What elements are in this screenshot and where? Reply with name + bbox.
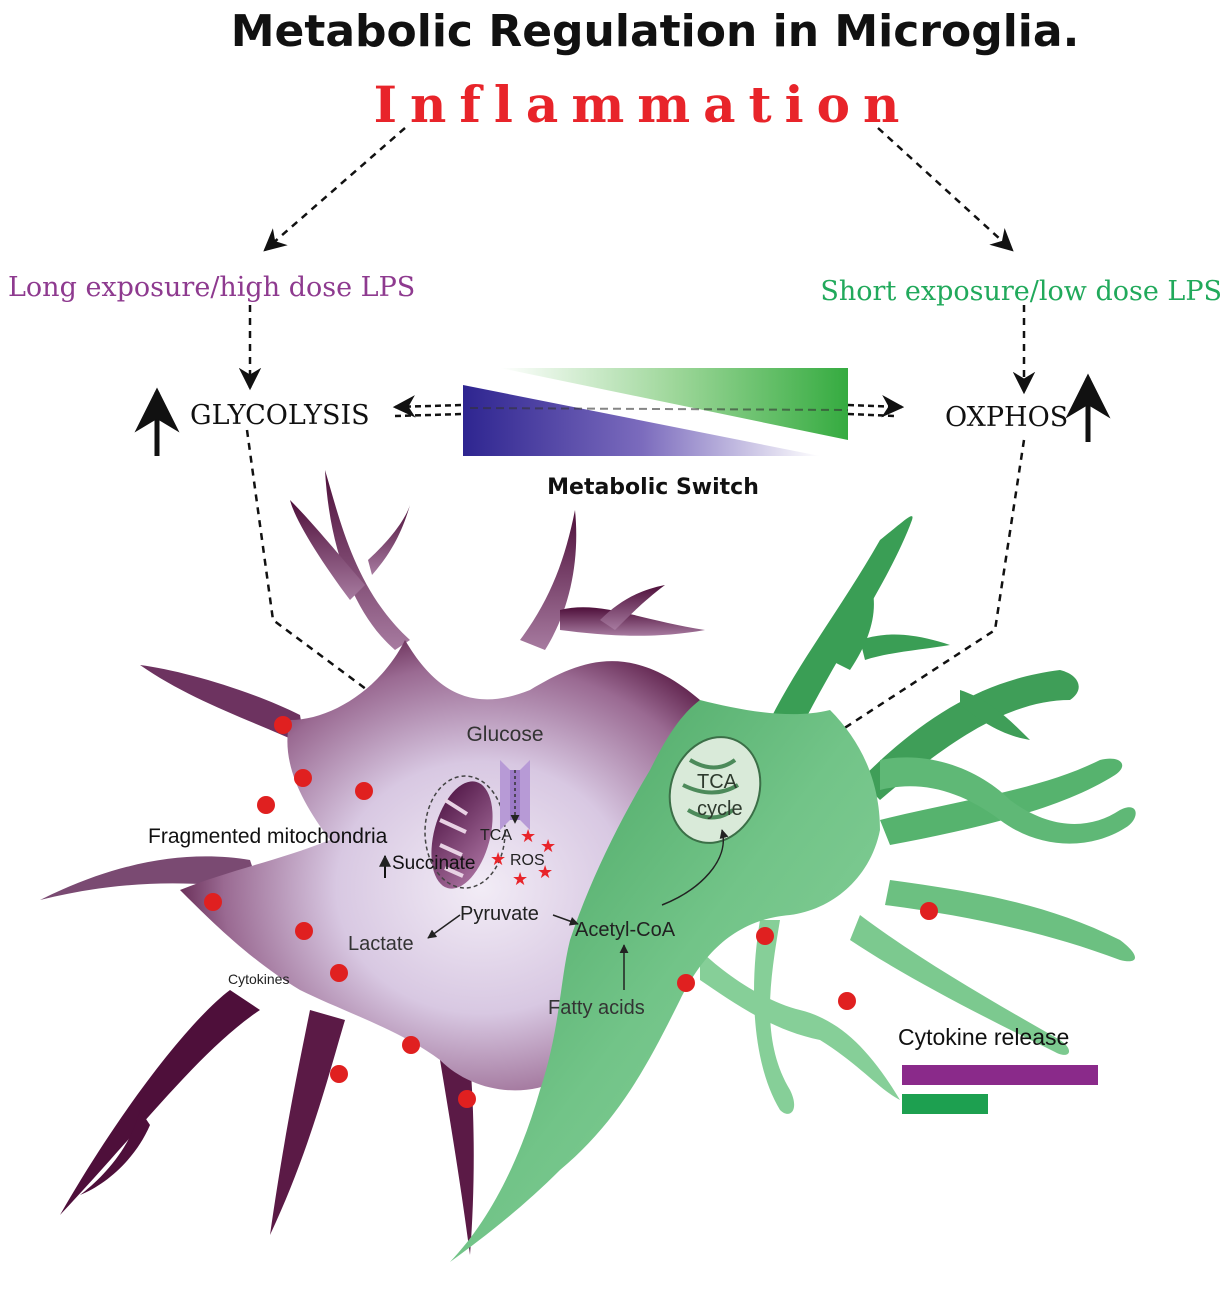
ros-star: ★ bbox=[512, 869, 528, 890]
switch-arrow-right-2 bbox=[847, 412, 896, 418]
acetylcoa-to-tca-arrow bbox=[661, 829, 729, 906]
cytokine-dot bbox=[756, 927, 774, 945]
cytokine-release-label: Cytokine release bbox=[898, 1024, 1069, 1050]
ros-star: ★ bbox=[520, 826, 536, 847]
cytokines-label: Cytokines bbox=[228, 971, 289, 987]
cytokine-dot bbox=[920, 902, 938, 920]
ros-stars: ★ ★ ★ ★ ★ bbox=[490, 826, 556, 890]
diagram-title: Metabolic Regulation in Microglia. bbox=[231, 6, 1080, 57]
cytokine-dot bbox=[274, 716, 292, 734]
cytokine-dot bbox=[677, 974, 695, 992]
long-exposure-label: Long exposure/high dose LPS bbox=[8, 272, 415, 303]
ros-star: ★ bbox=[540, 836, 556, 857]
pyruvate-label: Pyruvate bbox=[460, 903, 539, 925]
pyruvate-to-lactate-arrow bbox=[427, 914, 461, 939]
cytokine-release-bar-anti-inflammatory bbox=[902, 1094, 988, 1114]
tca-cycle-label-line1: TCA bbox=[697, 771, 738, 793]
cytokine-dot bbox=[294, 769, 312, 787]
cytokine-dot bbox=[838, 992, 856, 1010]
short-exposure-label: Short exposure/low dose LPS bbox=[820, 276, 1222, 307]
cytokine-dot bbox=[355, 782, 373, 800]
switch-arrow-left bbox=[392, 395, 464, 418]
metabolic-switch-label: Metabolic Switch bbox=[547, 475, 759, 500]
fragmented-mitochondria-label: Fragmented mitochondria bbox=[148, 825, 388, 848]
glucose-transporter bbox=[500, 760, 530, 830]
cytokine-release-bar-pro-inflammatory bbox=[902, 1065, 1098, 1085]
metabolic-switch-graphic bbox=[392, 368, 905, 456]
arrow-to-short-exposure bbox=[877, 127, 1014, 252]
tca-cycle-label-line2: cycle bbox=[697, 798, 743, 820]
cytokine-dot bbox=[295, 922, 313, 940]
healthy-mitochondrion bbox=[668, 736, 762, 844]
cytokine-dot bbox=[458, 1090, 476, 1108]
cytokine-dot bbox=[204, 893, 222, 911]
ros-star: ★ bbox=[490, 849, 506, 870]
pyruvate-to-acetylcoa-arrow bbox=[552, 914, 579, 926]
fatty-acids-label: Fatty acids bbox=[548, 997, 645, 1019]
fragmented-mitochondria bbox=[424, 775, 506, 889]
switch-arrow-left-2 bbox=[394, 412, 464, 418]
ros-label: ROS bbox=[510, 852, 545, 869]
glucose-label: Glucose bbox=[466, 723, 543, 746]
switch-arrow-right bbox=[847, 395, 905, 418]
acetyl-coa-label: Acetyl-CoA bbox=[575, 919, 676, 941]
cytokine-dot bbox=[257, 796, 275, 814]
cytokine-dot bbox=[330, 1065, 348, 1083]
tca-small-label: TCA bbox=[480, 827, 512, 844]
glycolysis-label: GLYCOLYSIS bbox=[190, 400, 370, 431]
cytokine-dot bbox=[402, 1036, 420, 1054]
cytokine-dots bbox=[204, 716, 938, 1108]
succinate-label: Succinate bbox=[392, 853, 475, 874]
lactate-label: Lactate bbox=[348, 933, 414, 955]
anti-inflammatory-microglia bbox=[450, 516, 1136, 1262]
inflammation-label: Inflammation bbox=[374, 75, 913, 134]
switch-green-wedge bbox=[500, 368, 848, 440]
ros-star: ★ bbox=[537, 862, 553, 883]
arrow-oxphos-to-cell bbox=[818, 439, 1026, 746]
arrow-to-long-exposure bbox=[263, 127, 406, 252]
cytokine-dot bbox=[330, 964, 348, 982]
oxphos-label: OXPHOS bbox=[945, 402, 1068, 433]
switch-purple-wedge bbox=[463, 385, 820, 456]
